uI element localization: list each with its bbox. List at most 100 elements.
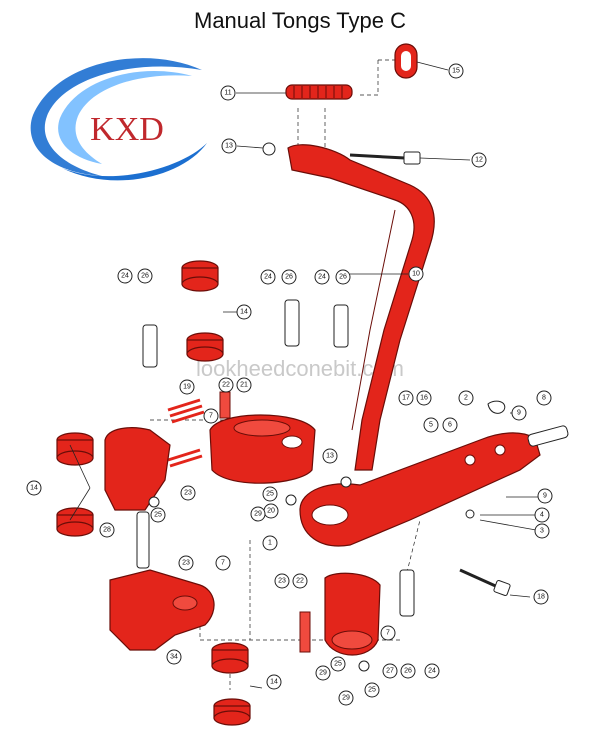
callout-circle bbox=[458, 390, 474, 406]
callout-c24a: 24 bbox=[117, 268, 133, 284]
callout-circle bbox=[423, 417, 439, 433]
part-21-hinge-jaw bbox=[209, 414, 316, 484]
callout-label: 25 bbox=[266, 491, 274, 498]
part-14b-die bbox=[56, 432, 94, 537]
callout-label: 14 bbox=[270, 679, 278, 686]
callout-circle bbox=[260, 269, 276, 285]
callout-circle bbox=[534, 507, 550, 523]
callout-label: 4 bbox=[540, 512, 544, 519]
part-22b-spring bbox=[299, 611, 311, 653]
callout-circle bbox=[533, 589, 549, 605]
callout-label: 9 bbox=[543, 493, 547, 500]
callout-label: 11 bbox=[224, 90, 231, 97]
callout-c5: 5 bbox=[423, 417, 439, 433]
callout-label: 7 bbox=[386, 630, 390, 637]
callout-label: 26 bbox=[404, 668, 412, 675]
part-25c-nut bbox=[358, 660, 370, 672]
callout-c22b: 22 bbox=[292, 573, 308, 589]
callout-circle bbox=[335, 269, 351, 285]
part-28-lever bbox=[104, 427, 171, 511]
callout-circle bbox=[179, 379, 195, 395]
part-26a-pin bbox=[142, 324, 158, 368]
callout-label: 21 bbox=[240, 382, 248, 389]
callout-circle bbox=[382, 663, 398, 679]
callout-label: 16 bbox=[420, 395, 428, 402]
callout-label: 29 bbox=[254, 511, 262, 518]
callout-circle bbox=[236, 377, 252, 393]
callout-label: 3 bbox=[540, 528, 544, 535]
callout-c28: 28 bbox=[99, 522, 115, 538]
part-34-jaw bbox=[109, 569, 215, 651]
callout-circle bbox=[364, 682, 380, 698]
callout-circle bbox=[408, 266, 424, 282]
callout-circle bbox=[250, 506, 266, 522]
callout-circle bbox=[26, 480, 42, 496]
part-1-long-jaw bbox=[299, 432, 541, 547]
callout-circle bbox=[178, 555, 194, 571]
callout-c6: 6 bbox=[442, 417, 458, 433]
callout-label: 22 bbox=[222, 382, 230, 389]
callout-circle bbox=[220, 85, 236, 101]
callout-c14c: 14 bbox=[266, 674, 282, 690]
callout-circle bbox=[537, 488, 553, 504]
part-10-handle bbox=[287, 144, 435, 471]
callout-c21: 21 bbox=[236, 377, 252, 393]
callout-label: 34 bbox=[170, 654, 178, 661]
part-14a-die bbox=[181, 260, 224, 362]
part-26d-pin bbox=[399, 569, 415, 617]
callout-c25b: 25 bbox=[150, 507, 166, 523]
part-26c-pin bbox=[333, 304, 349, 348]
part-13-nut bbox=[262, 142, 276, 156]
callout-circle bbox=[448, 63, 464, 79]
callout-label: 5 bbox=[429, 422, 433, 429]
callout-c7c: 7 bbox=[380, 625, 396, 641]
callout-label: 18 bbox=[537, 594, 545, 601]
callout-label: 26 bbox=[339, 274, 347, 281]
callout-circle bbox=[380, 625, 396, 641]
callout-label: 24 bbox=[428, 668, 436, 675]
callout-circle bbox=[274, 573, 290, 589]
kxd-logo: KXD bbox=[30, 58, 207, 181]
callout-c9b: 9 bbox=[537, 488, 553, 504]
callout-c19: 19 bbox=[179, 379, 195, 395]
callout-c23a: 23 bbox=[180, 485, 196, 501]
callout-label: 26 bbox=[141, 273, 149, 280]
part-8-pin bbox=[527, 425, 569, 447]
callout-c26c: 26 bbox=[335, 269, 351, 285]
callout-circle bbox=[150, 507, 166, 523]
callout-c12: 12 bbox=[471, 152, 487, 168]
callout-circle bbox=[203, 408, 219, 424]
callout-c9a: 9 bbox=[511, 405, 527, 421]
part-25b-nut bbox=[148, 496, 160, 508]
callout-label: 13 bbox=[326, 453, 334, 460]
callout-circle bbox=[314, 269, 330, 285]
callout-circle bbox=[180, 485, 196, 501]
callout-label: 15 bbox=[452, 68, 460, 75]
callout-circle bbox=[398, 390, 414, 406]
callout-label: 23 bbox=[182, 560, 190, 567]
callout-c29a: 29 bbox=[250, 506, 266, 522]
callout-c25a: 25 bbox=[262, 486, 278, 502]
callout-c13a: 13 bbox=[221, 138, 237, 154]
callout-c4: 4 bbox=[534, 507, 550, 523]
callout-label: 12 bbox=[475, 157, 483, 164]
callout-label: 25 bbox=[154, 512, 162, 519]
callout-c34: 34 bbox=[166, 649, 182, 665]
callout-circle bbox=[338, 690, 354, 706]
part-12-bolt bbox=[349, 151, 421, 165]
callout-c25c: 25 bbox=[330, 656, 346, 672]
watermark: lookheedconebit.com bbox=[196, 356, 404, 381]
callout-label: 29 bbox=[342, 695, 350, 702]
part-22a-spring bbox=[219, 391, 231, 419]
part-11-grip bbox=[285, 84, 353, 100]
callout-c1: 1 bbox=[262, 535, 278, 551]
callout-label: 24 bbox=[121, 273, 129, 280]
callout-c23c: 23 bbox=[274, 573, 290, 589]
part-13b-nut bbox=[340, 476, 352, 488]
callout-circle bbox=[330, 656, 346, 672]
callout-label: 25 bbox=[334, 661, 342, 668]
callout-label: 24 bbox=[264, 274, 272, 281]
callout-circle bbox=[424, 663, 440, 679]
callout-circle bbox=[236, 304, 252, 320]
